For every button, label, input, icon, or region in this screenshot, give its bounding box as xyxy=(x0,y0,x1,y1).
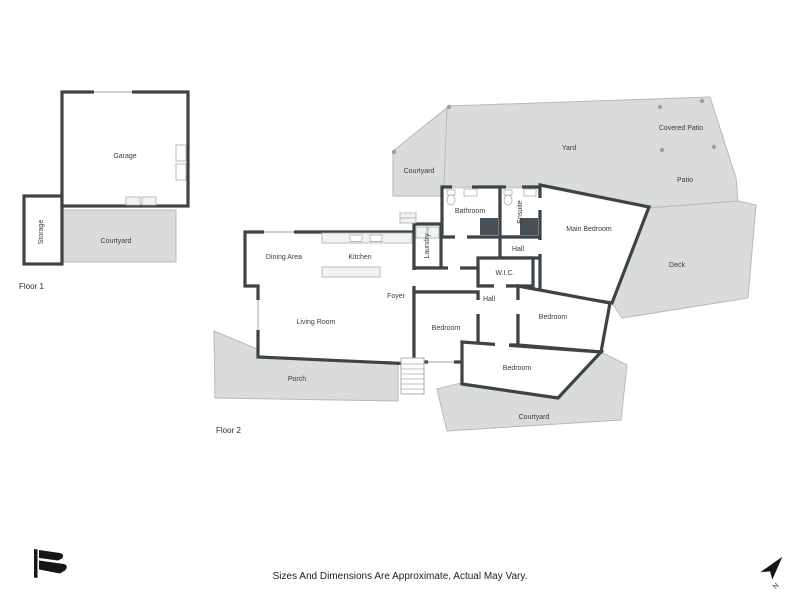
area-label-covered-patio: Covered Patio xyxy=(659,125,703,132)
door-opening xyxy=(476,300,481,314)
courtyard-yard-divider xyxy=(443,107,448,187)
room-label-kitchen: Kitchen xyxy=(348,254,371,261)
brand-logo xyxy=(34,549,67,578)
room-bedroom-3 xyxy=(460,340,605,400)
room-label-laundry: Laundry xyxy=(424,233,431,259)
door-opening xyxy=(537,198,543,210)
north-arrow-icon xyxy=(760,556,783,580)
garage-door-leaf xyxy=(175,163,187,181)
patio-post xyxy=(659,147,665,153)
bathroom-sink xyxy=(463,188,478,197)
patio-post xyxy=(699,98,705,104)
entry-step xyxy=(399,212,417,219)
room-label-wic: W.I.C. xyxy=(495,270,514,277)
kitchen-counter xyxy=(321,232,413,244)
room-main-bedroom xyxy=(538,183,652,305)
room-label-hall-upper: Hall xyxy=(512,246,525,253)
staircase xyxy=(400,357,425,395)
north-label: N xyxy=(772,582,781,591)
patio-post xyxy=(446,104,452,110)
toilet-tank xyxy=(503,189,513,196)
room-label-garage: Garage xyxy=(113,153,136,160)
room-label-ensuite: Ensuite xyxy=(517,200,524,223)
floor1-plan xyxy=(22,90,190,266)
area-label-deck: Deck xyxy=(669,262,685,269)
shower xyxy=(520,218,538,235)
room-label-storage: Storage xyxy=(38,220,45,245)
garage-step xyxy=(125,196,141,206)
room-label-bedroom-2: Bedroom xyxy=(539,314,568,321)
door-opening xyxy=(448,265,460,271)
area-label-courtyard-top: Courtyard xyxy=(404,168,435,175)
door-opening xyxy=(494,283,506,289)
floor2-plan xyxy=(243,183,652,400)
floor1-label: Floor 1 xyxy=(19,282,44,291)
area-label-yard: Yard xyxy=(562,145,576,152)
patio-post xyxy=(711,144,717,150)
area-label-patio: Patio xyxy=(677,177,693,184)
room-label-main-bedroom: Main Bedroom xyxy=(566,226,612,233)
room-label-hall-lower: Hall xyxy=(483,296,496,303)
room-label-bathroom: Bathroom xyxy=(455,208,486,215)
door-opening xyxy=(495,341,509,347)
room-label-living: Living Room xyxy=(297,319,336,326)
toilet-tank xyxy=(446,189,456,196)
floor1-courtyard xyxy=(61,209,177,263)
washer xyxy=(415,226,428,239)
room-label-foyer: Foyer xyxy=(387,293,406,300)
kitchen-sink xyxy=(349,234,363,242)
room-label-courtyard-f1: Courtyard xyxy=(101,238,132,245)
entry-step xyxy=(399,217,417,224)
door-opening xyxy=(455,234,467,240)
floor2-label: Floor 2 xyxy=(216,426,241,435)
toilet-bowl xyxy=(503,194,513,206)
labels: Garage Storage Courtyard Floor 1 Courtya… xyxy=(19,125,703,435)
room-label-bedroom-3: Bedroom xyxy=(503,365,532,372)
area-label-porch: Porch xyxy=(288,376,306,383)
room-storage xyxy=(22,194,64,266)
room-label-bedroom-1: Bedroom xyxy=(432,325,461,332)
door-opening xyxy=(412,270,417,286)
garage-door-leaf xyxy=(175,144,187,162)
shower xyxy=(480,218,498,235)
dryer xyxy=(427,226,440,239)
room-garage xyxy=(60,90,190,208)
area-label-courtyard-bottom: Courtyard xyxy=(519,414,550,421)
ensuite-sink xyxy=(523,188,537,197)
patio-post xyxy=(391,149,397,155)
kitchen-island xyxy=(321,266,381,278)
garage-step xyxy=(141,196,157,206)
toilet-bowl xyxy=(446,194,456,206)
door-opening xyxy=(516,300,521,314)
room-label-dining: Dining Area xyxy=(266,254,302,261)
kitchen-stove xyxy=(369,234,383,242)
door-opening xyxy=(537,240,543,254)
patio-post xyxy=(657,104,663,110)
disclaimer-text: Sizes And Dimensions Are Approximate, Ac… xyxy=(273,571,528,582)
